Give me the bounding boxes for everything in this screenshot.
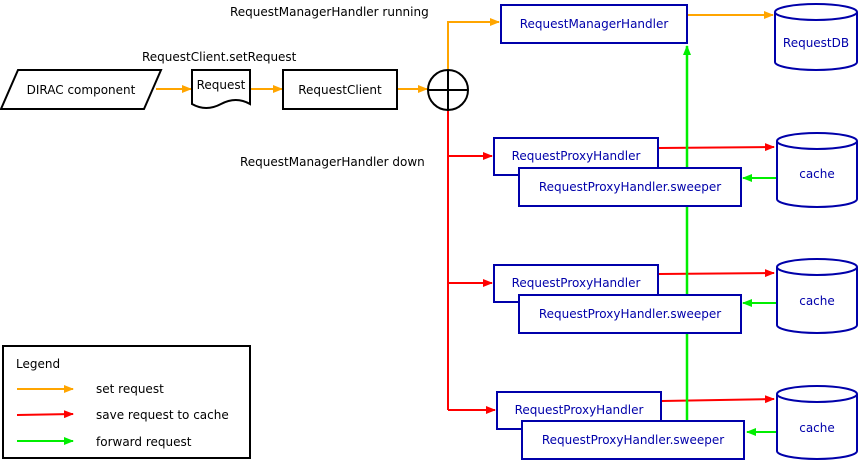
node-request-client: RequestClient [282, 69, 398, 110]
node-request-db: RequestDB [774, 3, 858, 71]
edge-proxy-1-to-cache [658, 143, 775, 152]
proxy-group-3: RequestProxyHandler RequestProxyHandler.… [496, 385, 858, 460]
edges [156, 11, 776, 436]
legend-box [2, 345, 251, 459]
node-request-manager-handler: RequestManagerHandler [500, 4, 688, 44]
legend-forward-label: forward request [96, 435, 192, 449]
cache-cylinder: cache [776, 258, 858, 334]
cache-cylinder: cache [776, 132, 858, 208]
legend-save-cache-arrow [16, 410, 74, 419]
legend-set-request-label: set request [96, 382, 164, 396]
proxy-group-1: RequestProxyHandler RequestProxyHandler.… [493, 132, 858, 208]
dirac-component-label: DIRAC component [27, 83, 136, 97]
legend: Legend set request save request to cache… [2, 345, 251, 459]
edge-switch-to-manager [447, 18, 500, 69]
cache-label: cache [799, 421, 835, 435]
proxy-handler-label: RequestProxyHandler [515, 403, 644, 417]
sweeper-label: RequestProxyHandler.sweeper [539, 307, 721, 321]
edge-proxy-3-to-cache [661, 395, 775, 404]
sweeper-label: RequestProxyHandler.sweeper [539, 180, 721, 194]
edge-proxy-2-to-cache [658, 269, 775, 278]
cache-cylinder: cache [776, 385, 858, 460]
proxy-group-2: RequestProxyHandler RequestProxyHandler.… [493, 258, 858, 334]
label-manager-down: RequestManagerHandler down [240, 155, 425, 169]
cache-label: cache [799, 294, 835, 308]
node-switch-junction [427, 69, 469, 111]
request-document-label: Request [197, 78, 246, 92]
request-manager-handler-label: RequestManagerHandler [520, 17, 669, 31]
cache-label: cache [799, 167, 835, 181]
proxy-handler-label: RequestProxyHandler [512, 149, 641, 163]
sweeper-box [518, 294, 742, 334]
legend-title: Legend [16, 357, 60, 371]
proxy-handler-label: RequestProxyHandler [512, 276, 641, 290]
legend-save-cache-label: save request to cache [96, 408, 229, 422]
node-dirac-component: DIRAC component [0, 69, 163, 110]
request-client-label: RequestClient [298, 83, 382, 97]
sweeper-box [521, 420, 745, 460]
request-db-label: RequestDB [783, 36, 849, 50]
node-request-document: Request [191, 69, 251, 109]
sweeper-label: RequestProxyHandler.sweeper [542, 433, 724, 447]
label-set-request-call: RequestClient.setRequest [142, 50, 297, 64]
label-manager-running: RequestManagerHandler running [230, 5, 429, 19]
sweeper-box [518, 167, 742, 207]
